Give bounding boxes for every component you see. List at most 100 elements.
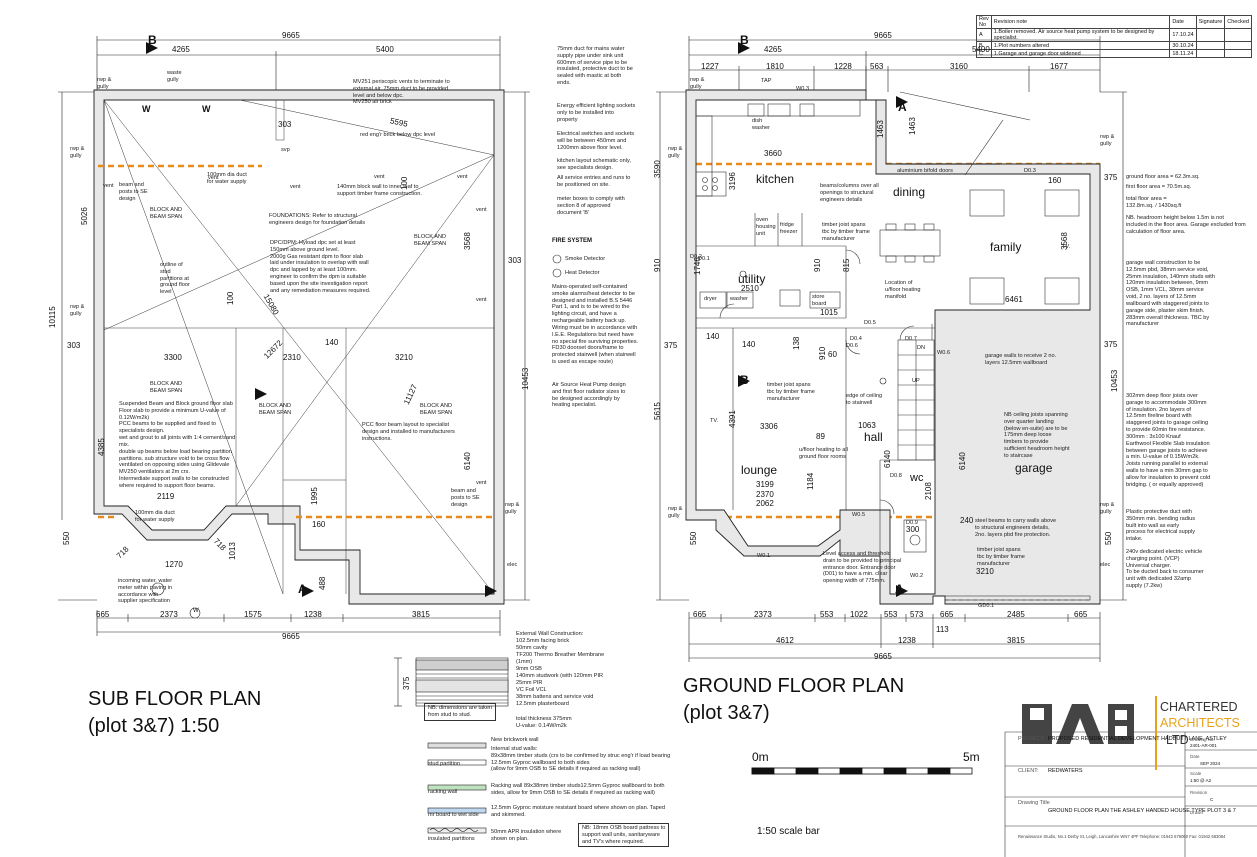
label-water: W [142, 104, 151, 114]
section-marker-a: A [895, 582, 904, 596]
gf-note: NB. headroom height below 1.5m is not in… [1126, 215, 1246, 235]
revision-cell: 1.Boiler removed. Air source heat pump s… [990, 28, 1171, 42]
revision-header-row: Rev No Revision note Date Signature Chec… [976, 15, 1252, 29]
firm-address: Renaissance Studio, No.1 Derby St, Leigh… [1018, 834, 1226, 839]
dim-gf: 3306 [760, 422, 778, 431]
room-utility: utility [738, 272, 766, 286]
gf-note: garage wall construction to be 12.5mm pb… [1126, 260, 1215, 328]
label-vent: vent [103, 183, 114, 189]
dim-gf-bottom: 3815 [1007, 636, 1025, 645]
dim-sub: 303 [508, 256, 522, 265]
revision-col-rev: Rev No [976, 15, 992, 29]
wall-layer: 38mm battens and service void [516, 694, 594, 700]
dim-gf: 563 [870, 62, 884, 71]
dim-sub: 1013 [228, 542, 237, 560]
label-rwp-gully: rwp & gully [1100, 502, 1115, 515]
dim-gf: 2108 [924, 482, 933, 500]
dim-gf: 1463 [908, 117, 917, 135]
label-dishwasher: dish washer [752, 118, 771, 131]
wall-thickness-dim: 375 [402, 676, 411, 690]
dim-gf: 815 [842, 258, 851, 272]
sub-note: beam and posts to SE design [119, 182, 148, 202]
dim-sub-bottom: 1575 [244, 610, 262, 619]
dim-gf-bottom: 665 [1074, 610, 1088, 619]
gf-note: beams/columns over all openings to struc… [820, 183, 879, 203]
gf-note: garage walls to receive 2 no. layers 12.… [985, 353, 1057, 366]
dim-gf: 910 [813, 258, 822, 272]
section-marker-b: B [740, 33, 749, 47]
scale-bar-label: 1:50 scale bar [757, 826, 820, 837]
door-label: D0.1 [698, 256, 710, 262]
revision-row: C 1.Garage and garage door widened 18.11… [976, 49, 1252, 58]
ground-floor-plan-title: GROUND FLOOR PLAN (plot 3&7) [683, 675, 905, 724]
fire-system-item: Smoke Detector [565, 256, 606, 262]
dim-gf-bottom: 1238 [898, 636, 916, 645]
dim-gf: 6140 [958, 452, 967, 470]
middle-note: kitchen layout schematic only, see speci… [557, 158, 631, 171]
legend-desc: Internal stud walls: 89x38mm timber stud… [491, 746, 671, 773]
label-vent: vent [476, 480, 487, 486]
section-marker-b: B [148, 33, 157, 47]
revision-cell [1195, 41, 1226, 50]
revision-cell: 1.Plot numbers altered [990, 41, 1171, 50]
revision-row: A 1.Boiler removed. Air source heat pump… [976, 28, 1252, 42]
dim-sub: 3568 [463, 232, 472, 250]
label-elec: elec [1100, 562, 1111, 568]
scale-bar-start: 0m [752, 750, 769, 764]
legend-label: stud partition [428, 761, 461, 767]
dim-gf-bottom: 1022 [850, 610, 868, 619]
gf-note: Plastic protective duct with 350mm min. … [1126, 509, 1196, 543]
legend-desc: 12.5mm Gyproc moisture resistant board w… [491, 805, 666, 818]
dim-gf-bottom: 113 [936, 625, 949, 634]
sub-note: 140mm block wall to inner leaf to suppor… [337, 184, 422, 197]
dim-gf: 240 [960, 516, 974, 525]
dim-sub: 10453 [521, 367, 530, 390]
label-water: W [202, 104, 211, 114]
date-label: Date [1190, 754, 1200, 759]
revision-col-signature: Signature [1195, 15, 1226, 29]
label-vent: vent [208, 175, 219, 181]
dim-sub-overall-bottom: 9665 [282, 632, 300, 641]
dim-gf-bottom: 553 [884, 610, 898, 619]
dim-gf: 3210 [976, 567, 994, 576]
label-rwp-gully: rwp & gully [690, 77, 705, 90]
middle-note: meter boxes to comply with section 8 of … [557, 196, 625, 216]
revision-cell [1195, 28, 1226, 42]
dim-sub: 2119 [157, 492, 175, 501]
fire-system-item: Heat Detector [565, 270, 600, 276]
dim-gf: 1228 [834, 62, 852, 71]
dim-sub: 1270 [165, 560, 183, 569]
wall-layer: TF200 Thermo Breather Membrane (1mm) [516, 652, 605, 665]
gf-note: 240v dedicated electric vehicle charging… [1126, 549, 1204, 590]
dim-gf: 60 [828, 350, 837, 359]
sub-note: BLOCK AND BEAM SPAN [150, 381, 183, 394]
wall-layer: 102.5mm facing brick [516, 638, 570, 644]
sub-note: BLOCK AND BEAM SPAN [414, 234, 447, 247]
dim-gf: 6140 [883, 450, 892, 468]
gf-note: first floor area = 70.5m.sq. [1126, 184, 1192, 190]
dim-gf: 910 [653, 258, 662, 272]
dim-sub-overall-top: 9665 [282, 31, 300, 40]
wall-layer: 140mm studwork (with 120mm PIR [516, 673, 604, 679]
firm-name-line3: LTD [1166, 733, 1189, 747]
dim-sub: 10115 [48, 306, 57, 328]
dim-gf: 2370 [756, 490, 774, 499]
door-label: D0.2 [690, 254, 702, 260]
revision-value: C [1210, 797, 1214, 802]
room-wc: wc [910, 472, 924, 484]
door-label: D0.7 [905, 336, 917, 342]
legend-nb: NB: 18mm OSB board pattress to support w… [578, 823, 670, 848]
revision-row: B 1.Plot numbers altered 30.10.24 [976, 41, 1252, 50]
window-label: W0.6 [937, 350, 951, 356]
room-kitchen: kitchen [756, 172, 795, 186]
dim-gf-bottom: 665 [693, 610, 707, 619]
gf-note: Level access and threshold drain to be p… [823, 551, 902, 585]
dim-gf-bottom: 665 [940, 610, 954, 619]
drawn-label: Drawn [1190, 810, 1204, 815]
dim-sub-top-right: 5400 [376, 45, 394, 54]
dim-gf: 89 [816, 432, 825, 441]
revision-col-date: Date [1169, 15, 1197, 29]
sub-note: BLOCK AND BEAM SPAN [259, 403, 292, 416]
wall-layer: 12.5mm plasterboard [516, 701, 569, 707]
